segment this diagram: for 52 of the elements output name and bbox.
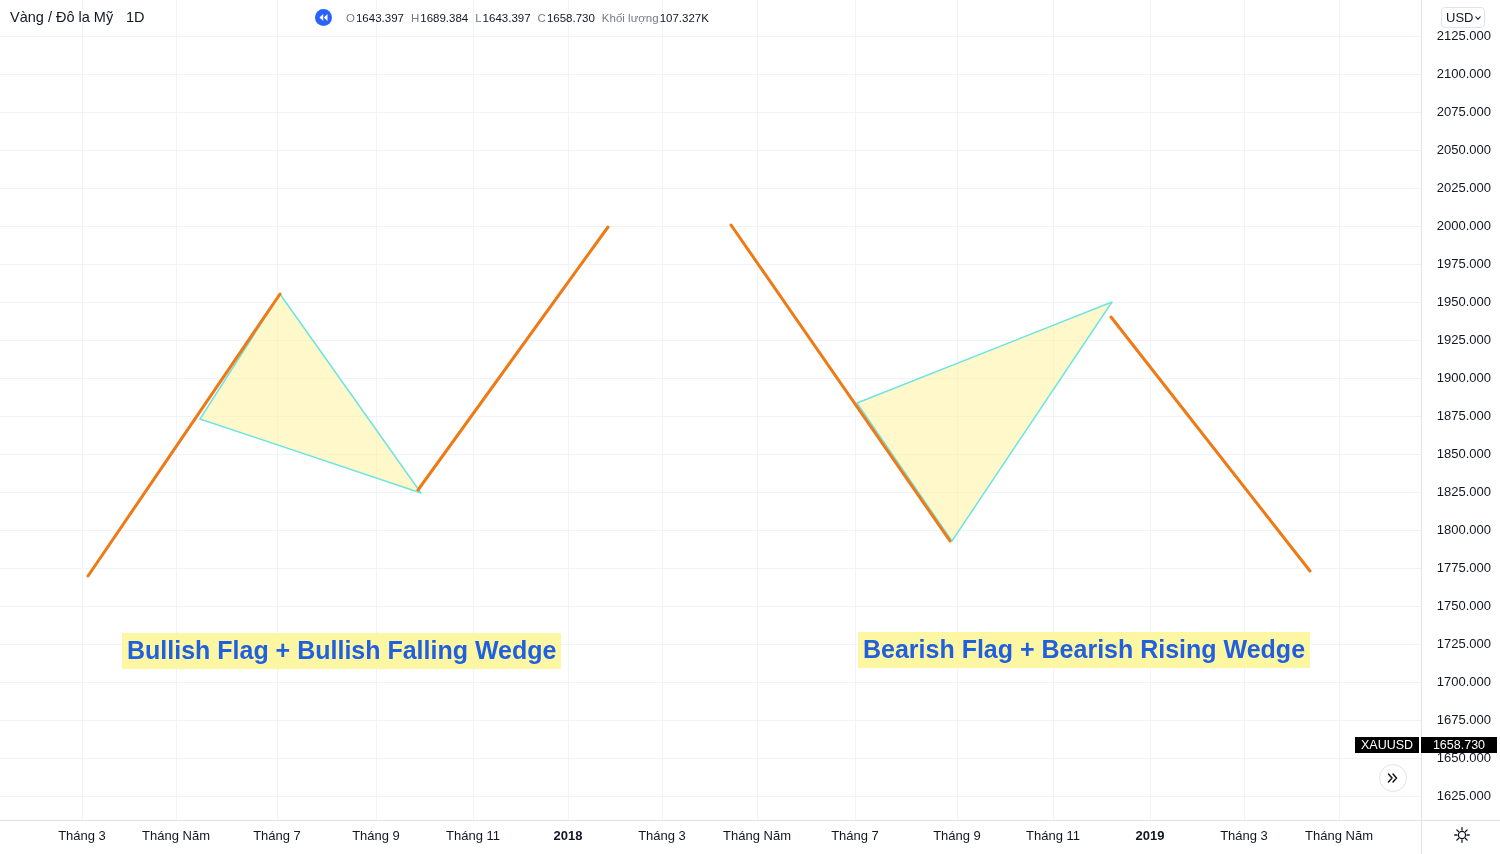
price-axis-label: 1800.000 — [1436, 523, 1491, 537]
volume-key: Khối lượng — [601, 11, 659, 25]
time-axis-label: Tháng 3 — [638, 828, 686, 843]
price-axis-label: 1950.000 — [1436, 295, 1491, 309]
price-axis-label: 1925.000 — [1436, 333, 1491, 347]
time-axis-label: Tháng 3 — [58, 828, 106, 843]
time-axis-label: Tháng 9 — [933, 828, 981, 843]
time-axis-label: Tháng Năm — [723, 828, 791, 843]
ohlc-value: 1689.384 — [420, 11, 469, 25]
price-axis-label: 1875.000 — [1436, 409, 1491, 423]
price-axis-label: 1975.000 — [1436, 257, 1491, 271]
price-axis-label: 1675.000 — [1436, 713, 1491, 727]
price-axis-label: 1625.000 — [1436, 789, 1491, 803]
price-axis-label: 2000.000 — [1436, 219, 1491, 233]
time-axis-label: Tháng 11 — [446, 828, 500, 843]
ohlc-key: L — [475, 11, 482, 25]
time-axis-label: Tháng 7 — [831, 828, 879, 843]
price-axis-label: 1725.000 — [1436, 637, 1491, 651]
ohlc-key: O — [346, 11, 355, 25]
price-axis-label: 2050.000 — [1436, 143, 1491, 157]
price-axis-label: 2025.000 — [1436, 181, 1491, 195]
time-axis-label: Tháng Năm — [1305, 828, 1373, 843]
time-axis-label: Tháng 3 — [1220, 828, 1268, 843]
time-axis-label: 2018 — [553, 828, 583, 843]
ohlc-value: 1643.397 — [355, 11, 404, 25]
pattern-label: Bearish Flag + Bearish Rising Wedge — [858, 632, 1311, 668]
ohlc-key: H — [410, 11, 420, 25]
price-axis-label: 1825.000 — [1436, 485, 1491, 499]
price-axis-label: 2125.000 — [1436, 29, 1491, 43]
ohlc-value: 1643.397 — [482, 11, 531, 25]
price-axis-label: 2100.000 — [1436, 67, 1491, 81]
price-axis-label: 2075.000 — [1436, 105, 1491, 119]
price-axis-label: 1750.000 — [1436, 599, 1491, 613]
price-axis-label: 1900.000 — [1436, 371, 1491, 385]
time-axis-label: Tháng 9 — [352, 828, 400, 843]
time-axis-label: Tháng 11 — [1026, 828, 1080, 843]
time-axis-label: 2019 — [1135, 828, 1165, 843]
time-axis-label: Tháng 7 — [253, 828, 301, 843]
symbol-tag: XAUUSD — [1355, 737, 1419, 753]
time-axis-label: Tháng Năm — [142, 828, 210, 843]
price-axis-label: 1775.000 — [1436, 561, 1491, 575]
price-axis-label: 1650.000 — [1436, 751, 1491, 765]
volume-value: 107.327K — [659, 11, 709, 25]
currency-dropdown: USD — [1441, 7, 1486, 28]
pattern-label: Bullish Flag + Bullish Falling Wedge — [122, 633, 562, 669]
ohlc-value: 1658.730 — [546, 11, 595, 25]
symbol-title: Vàng / Đô la Mỹ — [10, 9, 114, 26]
interval-label: 1D — [126, 9, 145, 26]
ohlc-key: C — [537, 11, 546, 25]
price-axis-label: 1700.000 — [1436, 675, 1491, 689]
price-tag: 1658.730 — [1421, 737, 1497, 753]
price-axis-label: 1850.000 — [1436, 447, 1491, 461]
